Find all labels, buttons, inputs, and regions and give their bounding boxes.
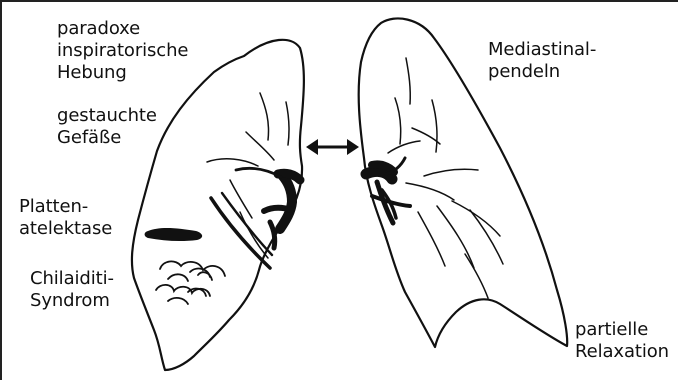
left-hilum-vessels (366, 158, 410, 223)
label-paradoxe-line-1: paradoxe (57, 18, 188, 40)
label-partielle-line-1: partielle (575, 319, 669, 341)
label-mediastinal-line-1: Mediastinal- (488, 39, 596, 61)
right-hilum-vessels (211, 168, 300, 268)
label-gestauchte-gefaesse: gestauchte Gefäße (57, 105, 157, 149)
label-mediastinal-line-2: pendeln (488, 61, 596, 83)
label-paradoxe-line-2: inspiratorische (57, 40, 188, 62)
label-partielle-relaxation: partielle Relaxation (575, 319, 669, 363)
label-platten-line-2: atelektase (19, 218, 112, 240)
label-chilaiditi-line-1: Chilaiditi- (30, 268, 114, 290)
double-arrow (306, 139, 359, 155)
label-platten-atelektase: Platten- atelektase (19, 196, 112, 240)
plate-atelectasis (145, 228, 203, 241)
label-paradoxe-line-3: Hebung (57, 62, 188, 84)
left-lung-markings (388, 58, 503, 298)
label-chilaiditi-syndrom: Chilaiditi- Syndrom (30, 268, 114, 312)
label-platten-line-1: Platten- (19, 196, 112, 218)
label-gestauchte-line-2: Gefäße (57, 127, 157, 149)
label-mediastinalpendeln: Mediastinal- pendeln (488, 39, 596, 83)
label-chilaiditi-line-2: Syndrom (30, 290, 114, 312)
chilaiditi-bowel (156, 261, 225, 304)
label-gestauchte-line-1: gestauchte (57, 105, 157, 127)
label-partielle-line-2: Relaxation (575, 341, 669, 363)
label-paradoxe: paradoxe inspiratorische Hebung (57, 18, 188, 84)
